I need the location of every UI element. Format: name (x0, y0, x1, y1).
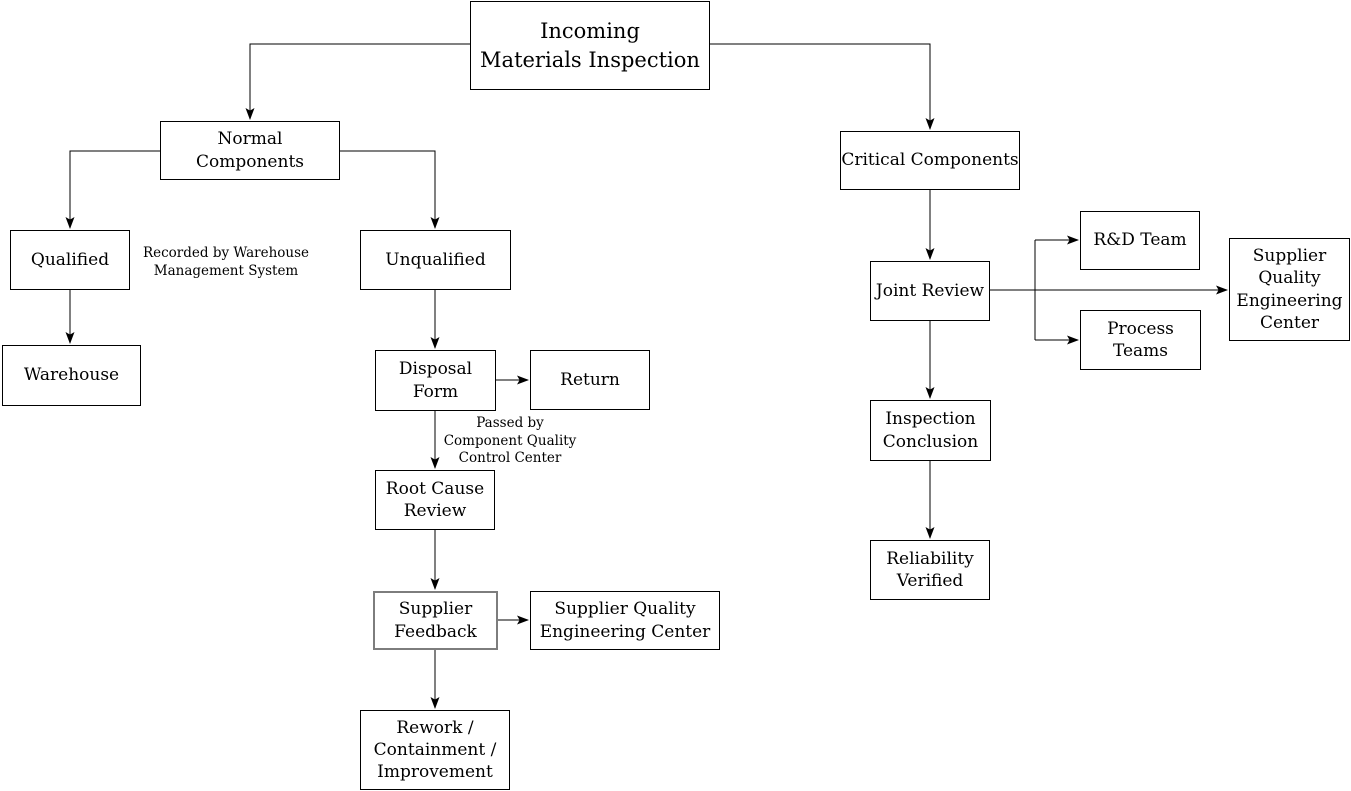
node-supplier-quality-engineering-center-right: Supplier Quality Engineering Center (1229, 238, 1350, 341)
annotation-recorded-by-warehouse: Recorded by Warehouse Management System (142, 245, 310, 279)
node-reliability-verified: Reliability Verified (870, 540, 990, 600)
node-critical-components: Critical Components (840, 131, 1020, 190)
node-joint-review: Joint Review (870, 261, 990, 321)
node-return: Return (530, 350, 650, 410)
node-process-teams: Process Teams (1080, 310, 1201, 370)
node-rework-containment-improvement: Rework / Containment / Improvement (360, 710, 510, 790)
edge-normal-to-qualified (65, 150, 160, 229)
annotation-passed-by-quality-center: Passed by Component Quality Control Cent… (443, 415, 577, 467)
node-supplier-feedback: Supplier Feedback (373, 591, 498, 650)
node-root-cause-review: Root Cause Review (375, 470, 495, 530)
edge-incoming-to-normal (245, 43, 470, 120)
edge-normal-to-unqualified (340, 150, 440, 229)
node-qualified: Qualified (10, 230, 130, 290)
node-unqualified: Unqualified (360, 230, 511, 290)
node-inspection-conclusion: Inspection Conclusion (870, 400, 991, 461)
node-warehouse: Warehouse (2, 345, 141, 406)
edge-incoming-to-critical (710, 43, 935, 130)
node-supplier-quality-engineering-center-left: Supplier Quality Engineering Center (530, 591, 720, 650)
node-normal-components: Normal Components (160, 121, 340, 180)
node-incoming-materials-inspection: Incoming Materials Inspection (470, 1, 710, 90)
node-disposal-form: Disposal Form (375, 350, 496, 411)
node-rnd-team: R&D Team (1080, 211, 1200, 270)
